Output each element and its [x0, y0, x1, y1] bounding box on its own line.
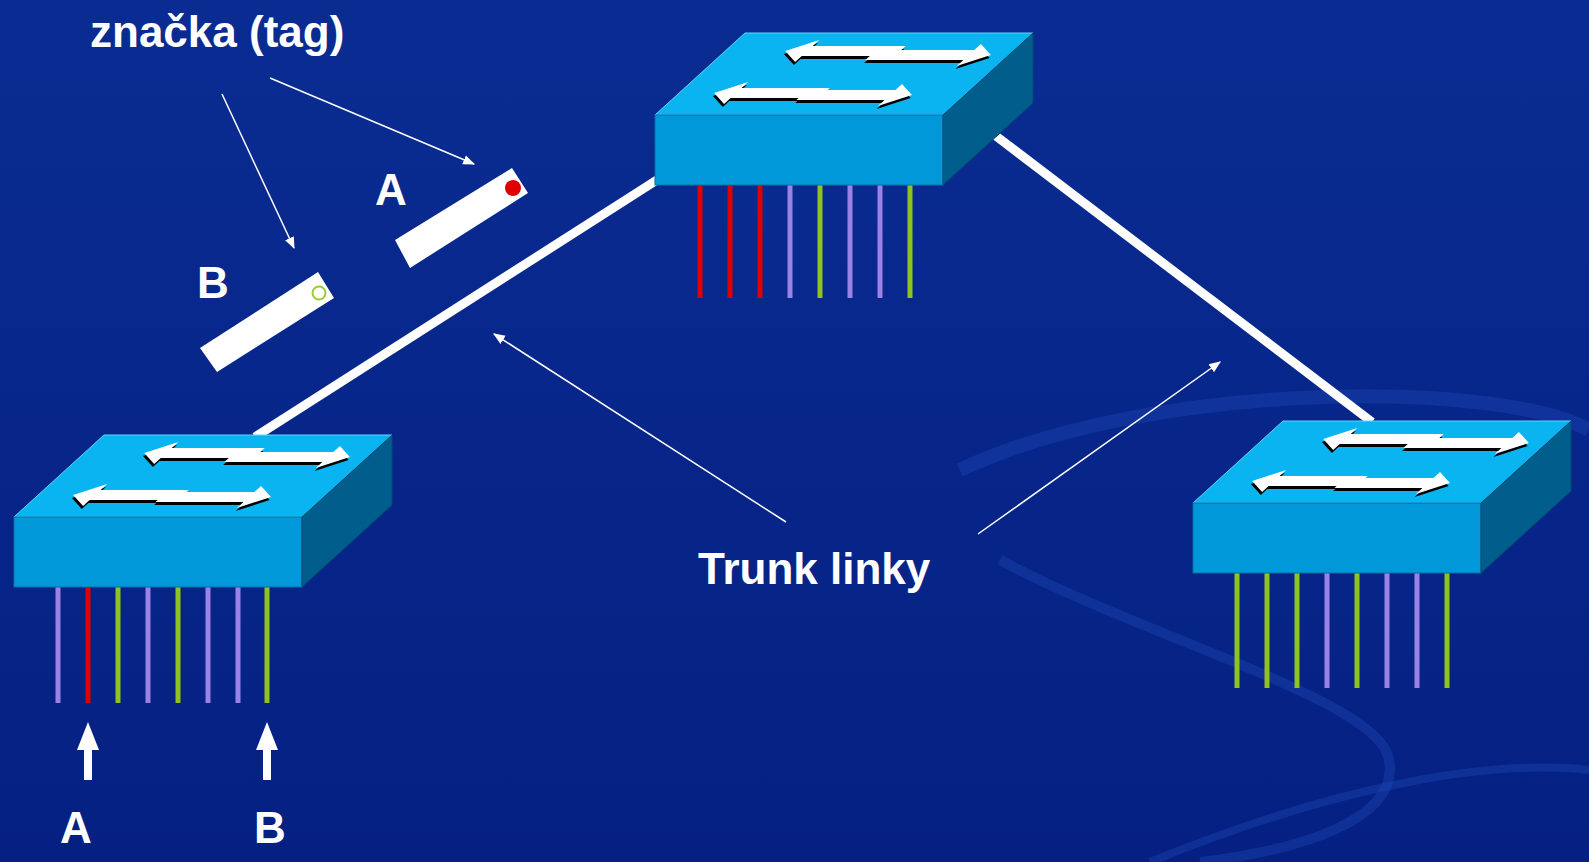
- port: [1445, 573, 1450, 688]
- switch-arrow: [1328, 472, 1462, 494]
- swirl: [960, 396, 1589, 862]
- port: [728, 185, 733, 298]
- switch-front: [14, 517, 302, 587]
- frame-label: A: [375, 168, 407, 212]
- up-arrow: [77, 722, 278, 780]
- port-label: A: [60, 806, 92, 850]
- tag-caption: značka (tag): [90, 10, 344, 54]
- port: [146, 587, 151, 703]
- port: [1235, 573, 1240, 688]
- port: [236, 587, 241, 703]
- port: [758, 185, 763, 298]
- switch: [14, 435, 392, 703]
- port: [878, 185, 883, 298]
- frame-bar: [395, 168, 528, 268]
- port: [206, 587, 211, 703]
- switch-front: [655, 115, 943, 185]
- tag-dot: [313, 287, 326, 300]
- switch-arrow: [218, 446, 362, 468]
- tagged-frame: A: [370, 160, 535, 275]
- trunk-caption: Trunk linky: [698, 547, 930, 591]
- port: [818, 185, 823, 298]
- tag-dot: [505, 180, 521, 196]
- port: [698, 185, 703, 298]
- port: [1385, 573, 1390, 688]
- port: [908, 185, 913, 298]
- port: [1325, 573, 1330, 688]
- switch-front: [1193, 503, 1481, 573]
- port: [1295, 573, 1300, 688]
- port: [1355, 573, 1360, 688]
- switch: [1193, 421, 1571, 688]
- port: [86, 587, 91, 703]
- switch-arrow: [790, 84, 924, 106]
- port: [1415, 573, 1420, 688]
- frame-label: B: [197, 261, 229, 305]
- port: [56, 587, 61, 703]
- port-label: B: [254, 806, 286, 850]
- port: [265, 587, 270, 703]
- switch-arrow: [1397, 432, 1541, 454]
- switch-arrow: [149, 486, 283, 508]
- port: [116, 587, 121, 703]
- switch-arrow: [859, 44, 1003, 66]
- port: [1265, 573, 1270, 688]
- switch: [655, 33, 1033, 298]
- leader-line: [222, 78, 1220, 534]
- port: [176, 587, 181, 703]
- port: [848, 185, 853, 298]
- tagged-frame: B: [195, 255, 340, 380]
- port: [788, 185, 793, 298]
